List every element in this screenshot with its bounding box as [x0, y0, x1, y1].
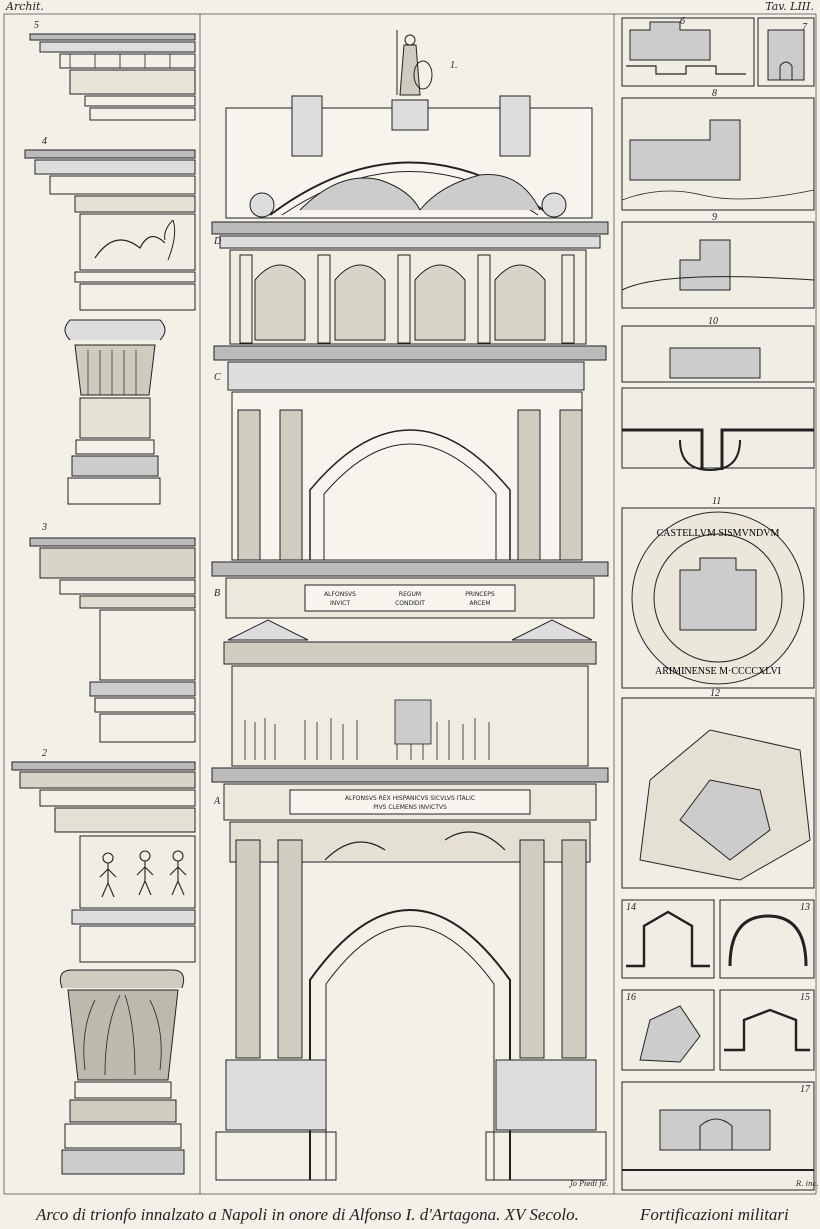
arch-figure-number: 1.	[450, 60, 458, 71]
cornice-detail-2	[11, 761, 196, 963]
plate-number: Tav. LIII.	[765, 0, 814, 13]
inscription-upper-5: CONDIDIT	[395, 600, 425, 607]
figure-number-11: 11	[712, 496, 722, 507]
figure-number-17: 17	[800, 1084, 810, 1095]
cornice-detail-4	[24, 149, 196, 311]
figure-number-9: 9	[712, 212, 717, 223]
medallion-top-text: CASTELLVM SISMVNDVM	[657, 528, 780, 539]
header-left-label: Archit.	[6, 0, 44, 13]
medallion-bottom-text: ARIMINENSE M·CCCCXLVI	[655, 666, 781, 677]
inscription-upper-3: PRINCEPS	[465, 591, 495, 598]
fortifications-caption: Fortificazioni militari	[640, 1205, 789, 1224]
figure-number-6: 6	[680, 16, 685, 27]
level-letter-c: C	[214, 372, 221, 383]
upper-niches	[239, 254, 575, 344]
inscription-upper-4: INVICT	[330, 600, 350, 607]
fortification-panels	[621, 17, 815, 1191]
figure-number-13: 13	[800, 902, 810, 913]
figure-number-16: 16	[626, 992, 636, 1003]
level-letter-a: A	[214, 796, 221, 807]
column-capital-upper	[64, 319, 166, 505]
figure-number-7: 7	[802, 22, 807, 33]
figure-number-4: 4	[42, 136, 47, 147]
figure-number-8: 8	[712, 88, 717, 99]
level-letter-d: D	[214, 236, 222, 247]
figure-number-2: 2	[42, 748, 47, 759]
corinthian-capital-lower	[59, 969, 185, 1175]
inscription-upper-2: REGUM	[399, 591, 421, 598]
inscription-upper-6: ARCEM	[469, 600, 490, 607]
figure-number-10: 10	[708, 316, 718, 327]
level-letter-b: B	[214, 588, 221, 599]
figure-number-3: 3	[42, 522, 47, 533]
cornice-detail-5	[29, 33, 196, 121]
figure-number-5: 5	[34, 20, 39, 31]
triumphal-arch	[211, 30, 609, 1181]
engraver-signature-left: Jo Piedi fe.	[570, 1180, 609, 1188]
procession-relief	[244, 699, 490, 760]
figure-number-15: 15	[800, 992, 810, 1003]
inscription-lower-2: PIVS CLEMENS INVICTVS	[373, 804, 447, 811]
cornice-detail-3	[29, 537, 196, 743]
inscription-lower-1: ALFONSVS REX HISPANICVS SICVLVS ITALIC	[345, 795, 475, 802]
arch-caption: Arco di trionfo innalzato a Napoli in on…	[36, 1205, 579, 1224]
inscription-upper-1: ALFONSVS	[324, 591, 356, 598]
engraver-signature-right: R. inc.	[796, 1180, 819, 1188]
figure-number-14: 14	[626, 902, 636, 913]
figure-number-12: 12	[710, 688, 720, 699]
crowning-statue	[391, 30, 433, 131]
